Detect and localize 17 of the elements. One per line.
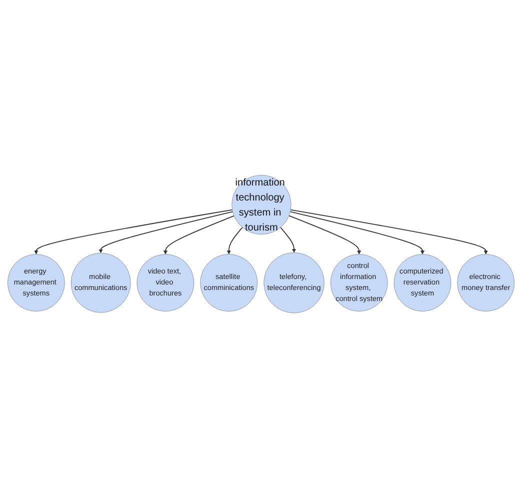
node-circle (457, 254, 515, 312)
node-circle (232, 174, 292, 234)
arrow (163, 215, 234, 254)
node-circle (136, 254, 194, 312)
node-circle (264, 252, 324, 313)
arrow (290, 210, 424, 254)
node-circle (70, 252, 131, 312)
arrow (290, 209, 488, 254)
arrow (226, 226, 243, 254)
arrow (288, 214, 362, 254)
arrow (280, 226, 296, 252)
node-circle (330, 254, 388, 312)
node-circle (200, 254, 258, 312)
node-circle (7, 254, 65, 312)
arrow (98, 210, 234, 253)
node-circle (394, 254, 452, 312)
arrow (34, 209, 233, 254)
